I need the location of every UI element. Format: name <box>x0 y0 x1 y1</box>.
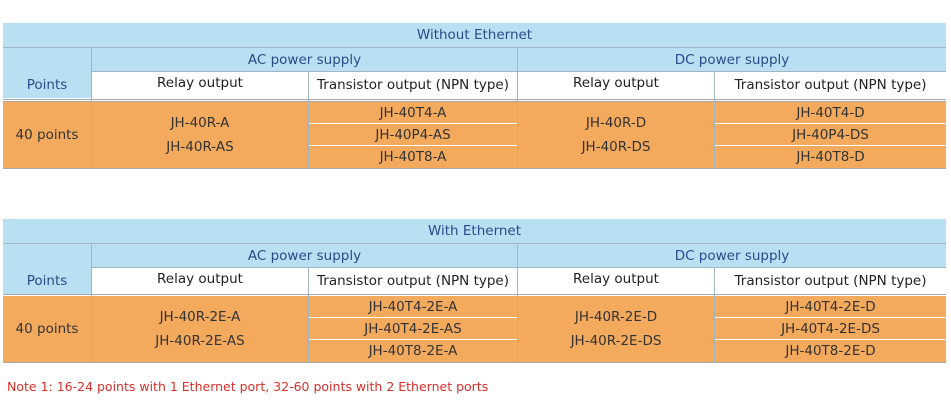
points-header: Points <box>3 244 91 294</box>
model-item: JH-40T4-D <box>715 102 946 123</box>
ac-relay-models: JH-40R-A JH-40R-AS <box>92 102 308 168</box>
model-item: JH-40R-2E-DS <box>570 333 662 349</box>
points-header: Points <box>3 48 91 98</box>
dc-relay-models: JH-40R-D JH-40R-DS <box>518 102 714 168</box>
model-item: JH-40T4-2E-DS <box>715 318 946 339</box>
ac-power-header: AC power supply <box>92 244 517 268</box>
dc-transistor-header: Transistor output (NPN type) <box>715 268 946 294</box>
model-item: JH-40R-DS <box>581 139 651 155</box>
model-item: JH-40T4-2E-A <box>309 296 517 317</box>
ac-power-header: AC power supply <box>92 48 517 72</box>
footnote: Note 1: 16-24 points with 1 Ethernet por… <box>7 379 489 394</box>
dc-relay-header: Relay output <box>518 268 714 294</box>
model-item: JH-40T8-D <box>715 146 946 168</box>
dc-relay-header: Relay output <box>518 72 714 98</box>
model-item: JH-40T8-2E-A <box>309 340 517 362</box>
ac-relay-header: Relay output <box>92 72 308 98</box>
model-item: JH-40R-D <box>585 115 647 131</box>
ac-relay-models: JH-40R-2E-A JH-40R-2E-AS <box>92 296 308 362</box>
dc-transistor-header: Transistor output (NPN type) <box>715 72 946 98</box>
ac-transistor-header: Transistor output (NPN type) <box>309 268 517 294</box>
points-value: 40 points <box>3 296 91 362</box>
model-item: JH-40P4-DS <box>715 124 946 145</box>
ac-transistor-header: Transistor output (NPN type) <box>309 72 517 98</box>
model-item: JH-40P4-AS <box>309 124 517 145</box>
model-item: JH-40T4-A <box>309 102 517 123</box>
ac-relay-header: Relay output <box>92 268 308 294</box>
points-value: 40 points <box>3 102 91 168</box>
model-item: JH-40R-2E-AS <box>155 333 245 349</box>
dc-relay-models: JH-40R-2E-D JH-40R-2E-DS <box>518 296 714 362</box>
model-item: JH-40R-2E-A <box>159 309 241 325</box>
table-title: With Ethernet <box>3 219 946 243</box>
model-table-without-ethernet: Without Ethernet Points AC power supply … <box>3 23 946 169</box>
model-item: JH-40T4-2E-D <box>715 296 946 317</box>
model-item: JH-40T4-2E-AS <box>309 318 517 339</box>
dc-power-header: DC power supply <box>518 48 946 72</box>
table-title: Without Ethernet <box>3 23 946 47</box>
model-item: JH-40T8-2E-D <box>715 340 946 362</box>
model-item: JH-40T8-A <box>309 146 517 168</box>
model-item: JH-40R-2E-D <box>574 309 658 325</box>
model-table-with-ethernet: With Ethernet Points AC power supply DC … <box>3 219 946 364</box>
model-item: JH-40R-AS <box>166 139 234 155</box>
model-item: JH-40R-A <box>170 115 230 131</box>
dc-power-header: DC power supply <box>518 244 946 268</box>
